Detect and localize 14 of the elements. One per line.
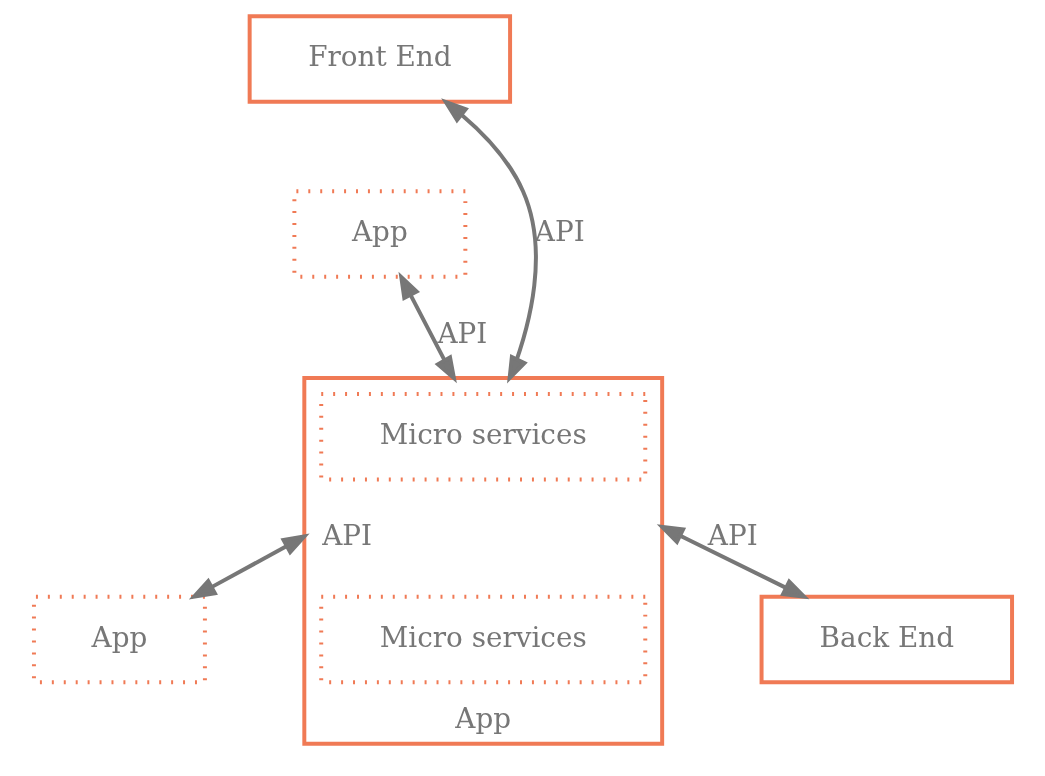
edge-label: API [321, 519, 372, 553]
arrow [440, 98, 538, 384]
arrow [656, 524, 809, 600]
node-box: Back End [759, 594, 1014, 685]
node-box: App [31, 594, 207, 685]
node-box: Front End [247, 14, 512, 104]
edge-label: API [436, 316, 487, 350]
arrow [188, 533, 310, 600]
edge-label: API [534, 215, 585, 249]
node-box: Micro services [318, 594, 647, 685]
arrow [398, 271, 457, 384]
edge-label: API [707, 519, 758, 553]
node-box: Micro services [318, 391, 647, 482]
node-box: App [291, 189, 467, 279]
